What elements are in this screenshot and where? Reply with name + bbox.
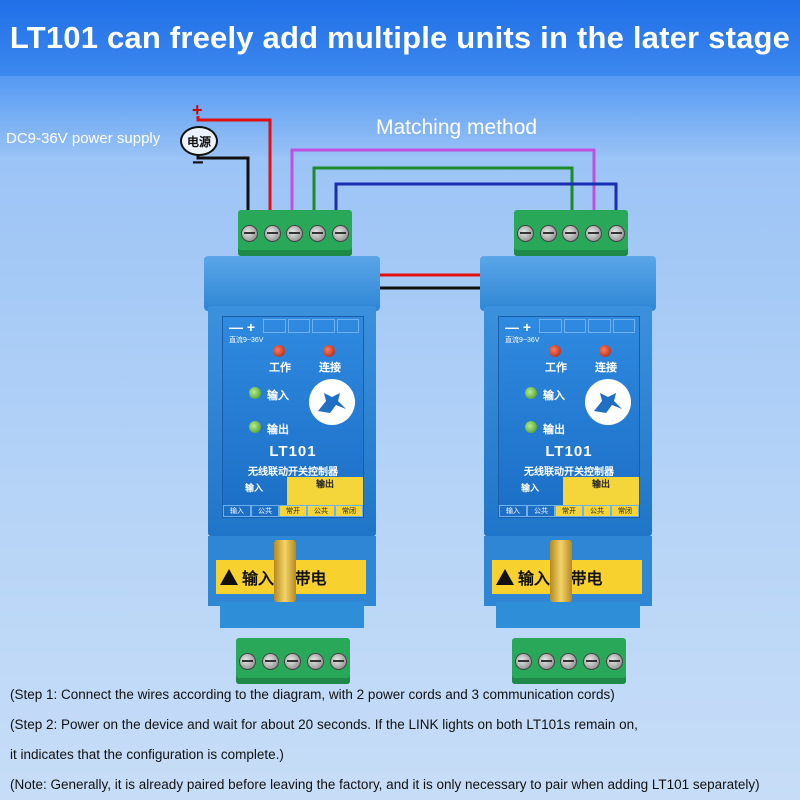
top-terminal-block[interactable]: [238, 210, 352, 256]
device-foot: [220, 602, 364, 628]
green-comm-wire: [312, 166, 574, 216]
lt101-device-1: — + 直流9~36V 工作 连接 输入 输出 LT101 无线联动开关控制器 …: [204, 210, 380, 684]
device-body: — + 直流9~36V 工作 连接 输入 输出 LT101 无线联动开关控制器 …: [208, 306, 376, 536]
terminal-screw[interactable]: [560, 652, 578, 670]
terminal-screw[interactable]: [330, 652, 348, 670]
input-led: [249, 387, 261, 399]
device-body: — + 直流9~36V 工作 连接 输入 输出 LT101 无线联动开关控制器 …: [484, 306, 652, 536]
terminal-labels: 输入 公共 常开 公共 常闭: [499, 505, 639, 517]
input-section-label: 输入: [245, 483, 264, 493]
step-2-continued-text: it indicates that the configuration is c…: [10, 747, 284, 762]
model-subtitle: 无线联动开关控制器: [248, 467, 338, 478]
link-led: [323, 345, 335, 357]
dc-voltage-text: 直流9~36V: [229, 337, 264, 344]
output-section-label: 输出: [287, 477, 363, 505]
bottom-terminal-block[interactable]: [236, 638, 350, 684]
terminal-screw[interactable]: [238, 652, 256, 670]
input-led: [525, 387, 537, 399]
terminal-screw[interactable]: [583, 652, 601, 670]
link-led-label: 连接: [595, 362, 617, 374]
terminal-screw[interactable]: [240, 224, 258, 242]
terminal-screw[interactable]: [608, 224, 626, 242]
terminal-label: 常闭: [335, 505, 363, 517]
output-led: [525, 421, 537, 433]
work-led-label: 工作: [269, 362, 291, 374]
terminal-slots: [263, 319, 359, 333]
device-front-panel: — + 直流9~36V 工作 连接 输入 输出 LT101 无线联动开关控制器 …: [498, 316, 640, 518]
matching-method-label: Matching method: [376, 116, 538, 139]
terminal-label: 常开: [279, 505, 307, 517]
lt101-device-2: — + 直流9~36V 工作 连接 输入 输出 LT101 无线联动开关控制器 …: [480, 210, 656, 684]
terminal-screw[interactable]: [585, 224, 603, 242]
page-title: LT101 can freely add multiple units in t…: [0, 0, 800, 76]
input-led-label: 输入: [267, 390, 289, 402]
polarity-marks: — +: [229, 319, 256, 335]
horse-logo-icon: [585, 379, 631, 425]
step-1-text: (Step 1: Connect the wires according to …: [10, 687, 615, 702]
antenna-connector[interactable]: [550, 540, 572, 602]
terminal-screw[interactable]: [307, 652, 325, 670]
bottom-terminal-block[interactable]: [512, 638, 626, 684]
terminal-labels: 输入 公共 常开 公共 常闭: [223, 505, 363, 517]
polarity-marks: — +: [505, 319, 532, 335]
note-text: (Note: Generally, it is already paired b…: [10, 777, 760, 792]
warning-triangle-icon: [496, 569, 514, 585]
power-minus-sign: −: [192, 152, 204, 174]
terminal-label: 公共: [583, 505, 611, 517]
terminal-screw[interactable]: [516, 224, 534, 242]
input-led-label: 输入: [543, 390, 565, 402]
terminal-screw[interactable]: [539, 224, 557, 242]
terminal-screw[interactable]: [537, 652, 555, 670]
power-plus-sign: +: [192, 100, 203, 120]
step-2-text: (Step 2: Power on the device and wait fo…: [10, 717, 638, 732]
antenna-connector[interactable]: [274, 540, 296, 602]
output-led-label: 输出: [267, 424, 289, 436]
power-source-symbol: 电源: [180, 126, 218, 156]
top-terminal-block[interactable]: [514, 210, 628, 256]
terminal-slots: [539, 319, 635, 333]
warning-triangle-icon: [220, 569, 238, 585]
link-led: [599, 345, 611, 357]
model-subtitle: 无线联动开关控制器: [524, 467, 614, 478]
device-top-cap: [480, 256, 656, 311]
model-name: LT101: [545, 443, 593, 460]
terminal-screw[interactable]: [284, 652, 302, 670]
terminal-label: 输入: [223, 505, 251, 517]
work-led: [549, 345, 561, 357]
link-led-label: 连接: [319, 362, 341, 374]
terminal-label: 输入: [499, 505, 527, 517]
terminal-label: 常闭: [611, 505, 639, 517]
output-led-label: 输出: [543, 424, 565, 436]
output-section-label: 输出: [563, 477, 639, 505]
dc-voltage-text: 直流9~36V: [505, 337, 540, 344]
instruction-notes: (Step 1: Connect the wires according to …: [10, 680, 795, 800]
terminal-screw[interactable]: [263, 224, 281, 242]
purple-comm-wire: [290, 148, 596, 216]
model-name: LT101: [269, 443, 317, 460]
device-foot: [496, 602, 640, 628]
terminal-screw[interactable]: [514, 652, 532, 670]
terminal-screw[interactable]: [562, 224, 580, 242]
terminal-screw[interactable]: [286, 224, 304, 242]
terminal-label: 公共: [251, 505, 279, 517]
device-top-cap: [204, 256, 380, 311]
terminal-screw[interactable]: [309, 224, 327, 242]
work-led: [273, 345, 285, 357]
terminal-label: 公共: [527, 505, 555, 517]
terminal-screw[interactable]: [261, 652, 279, 670]
power-supply-label: DC9-36V power supply: [6, 130, 161, 147]
horse-logo-icon: [309, 379, 355, 425]
terminal-screw[interactable]: [606, 652, 624, 670]
terminal-label: 常开: [555, 505, 583, 517]
output-led: [249, 421, 261, 433]
input-section-label: 输入: [521, 483, 540, 493]
device-front-panel: — + 直流9~36V 工作 连接 输入 输出 LT101 无线联动开关控制器 …: [222, 316, 364, 518]
terminal-label: 公共: [307, 505, 335, 517]
terminal-screw[interactable]: [332, 224, 350, 242]
work-led-label: 工作: [545, 362, 567, 374]
